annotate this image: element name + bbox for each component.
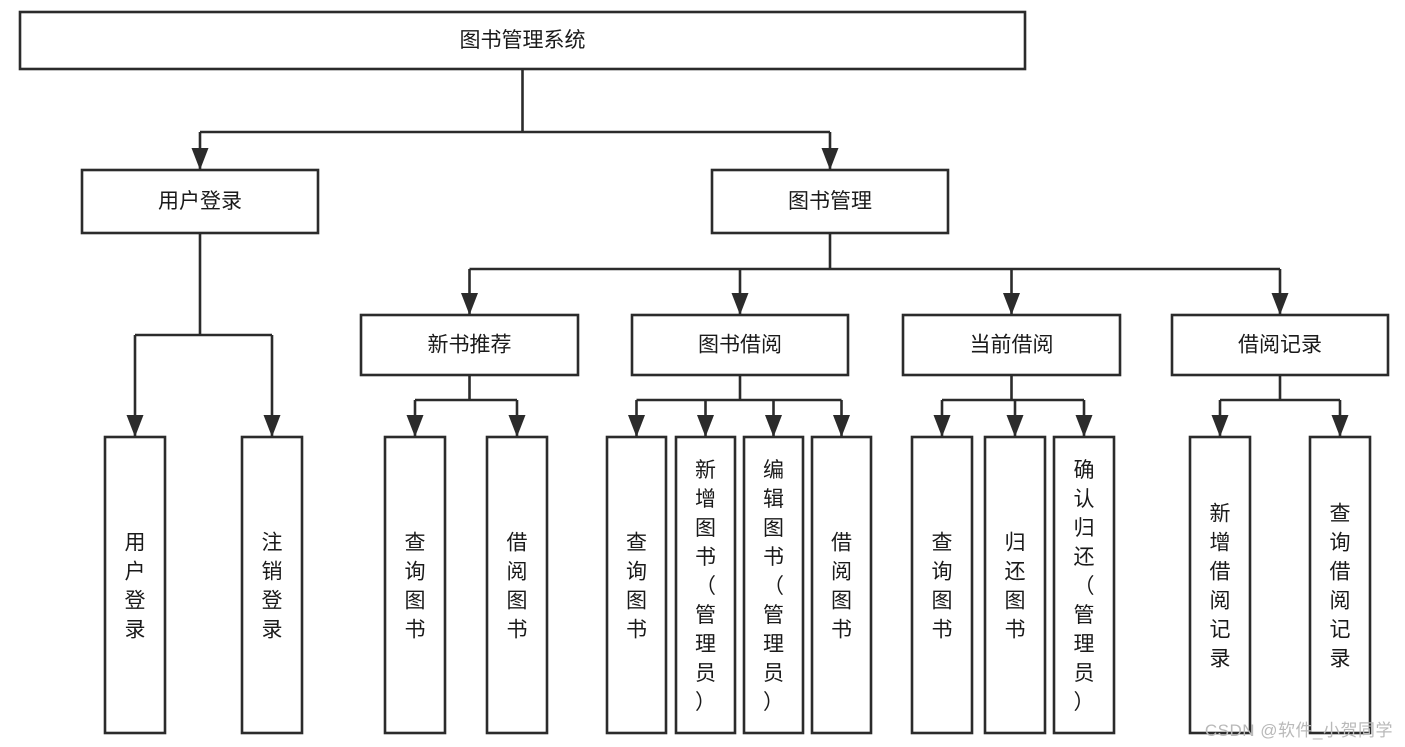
node-box [742,435,805,735]
node-box [18,10,1027,71]
node-leaf-新增图书管理员[interactable]: 新增图书（管理员） [674,435,737,735]
node-box [810,435,873,735]
node-leaf-编辑图书管理员[interactable]: 编辑图书（管理员） [742,435,805,735]
node-label: 查询图书 [626,532,647,642]
node-box [359,313,580,377]
node-label: 编辑图书（管理员） [763,459,784,714]
node-box [910,435,974,735]
node-box [1170,313,1390,377]
arrow-head-icon [731,293,749,315]
node-label: 用户登录 [125,532,146,642]
node-leaf-查询图书[interactable]: 查询图书 [910,435,974,735]
node-box [80,168,320,235]
arrow-head-icon [1006,415,1024,437]
node-label: 确认归还（管理员） [1074,459,1095,714]
arrow-head-icon [461,293,478,315]
node-label: 借阅记录 [1238,334,1322,357]
node-label: 新书推荐 [428,334,512,357]
node-box [710,168,950,235]
node-box [630,313,850,377]
node-root-图书管理系统[interactable]: 图书管理系统 [18,10,1027,71]
node-level1-图书管理[interactable]: 图书管理 [710,168,950,235]
node-box [674,435,737,735]
arrow-head-icon [1211,415,1229,437]
node-level2-借阅记录[interactable]: 借阅记录 [1170,313,1390,377]
node-label: 归还图书 [1005,532,1026,642]
node-leaf-注销登录[interactable]: 注销登录 [240,435,304,735]
arrow-head-icon [1271,293,1289,315]
node-label: 借阅图书 [507,532,528,642]
arrow-head-icon [697,415,714,437]
arrow-head-icon [1331,415,1349,437]
node-level2-新书推荐[interactable]: 新书推荐 [359,313,580,377]
node-box [485,435,549,735]
node-level1-用户登录[interactable]: 用户登录 [80,168,320,235]
arrow-head-icon [1003,293,1020,315]
node-box [1308,435,1372,735]
node-label: 图书管理系统 [460,29,586,52]
node-label: 新增图书（管理员） [695,459,716,714]
node-label: 借阅图书 [831,532,852,642]
arrow-head-icon [126,415,144,437]
arrow-head-icon [263,415,281,437]
node-label: 新增借阅记录 [1210,503,1231,671]
node-box [1188,435,1252,735]
node-layer: 图书管理系统用户登录图书管理新书推荐图书借阅当前借阅借阅记录用户登录注销登录查询… [18,10,1390,735]
node-leaf-借阅图书[interactable]: 借阅图书 [485,435,549,735]
node-box [901,313,1122,377]
arrow-head-icon [508,415,526,437]
connector-layer [126,69,1349,437]
arrow-head-icon [628,415,645,437]
arrow-head-icon [191,148,209,170]
node-box [240,435,304,735]
arrow-head-icon [821,148,839,170]
node-label: 图书借阅 [698,334,782,357]
node-leaf-确认归还管理员[interactable]: 确认归还（管理员） [1052,435,1116,735]
node-box [1052,435,1116,735]
node-level2-当前借阅[interactable]: 当前借阅 [901,313,1122,377]
node-leaf-查询图书[interactable]: 查询图书 [383,435,447,735]
arrow-head-icon [933,415,951,437]
node-box [103,435,167,735]
arrow-head-icon [406,415,424,437]
node-level2-图书借阅[interactable]: 图书借阅 [630,313,850,377]
node-box [383,435,447,735]
node-leaf-借阅图书[interactable]: 借阅图书 [810,435,873,735]
node-label: 用户登录 [158,190,242,213]
arrow-head-icon [1075,415,1093,437]
node-label: 查询图书 [405,532,426,642]
node-leaf-新增借阅记录[interactable]: 新增借阅记录 [1188,435,1252,735]
node-leaf-用户登录[interactable]: 用户登录 [103,435,167,735]
node-leaf-查询借阅记录[interactable]: 查询借阅记录 [1308,435,1372,735]
node-leaf-查询图书[interactable]: 查询图书 [605,435,668,735]
arrow-head-icon [833,415,850,437]
node-label: 注销登录 [262,532,283,642]
node-leaf-归还图书[interactable]: 归还图书 [983,435,1047,735]
node-box [983,435,1047,735]
node-box [605,435,668,735]
node-label: 查询图书 [932,532,953,642]
arrow-head-icon [765,415,782,437]
node-label: 查询借阅记录 [1330,503,1351,671]
node-label: 当前借阅 [970,334,1054,357]
node-label: 图书管理 [788,190,872,213]
